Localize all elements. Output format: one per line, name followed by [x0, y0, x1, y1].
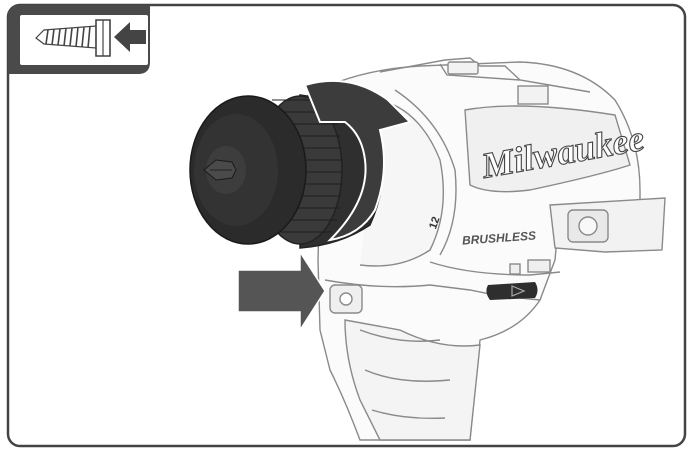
mode-badge: [8, 5, 150, 74]
drill-body: [299, 57, 666, 441]
push-arrow: [237, 249, 326, 333]
clutch-number: 12: [427, 215, 442, 231]
model-label: BRUSHLESS: [462, 229, 537, 248]
rotation-arrow: [303, 79, 412, 242]
speed-switch: [486, 282, 538, 300]
screw-drive-reverse-icon: [35, 19, 146, 57]
